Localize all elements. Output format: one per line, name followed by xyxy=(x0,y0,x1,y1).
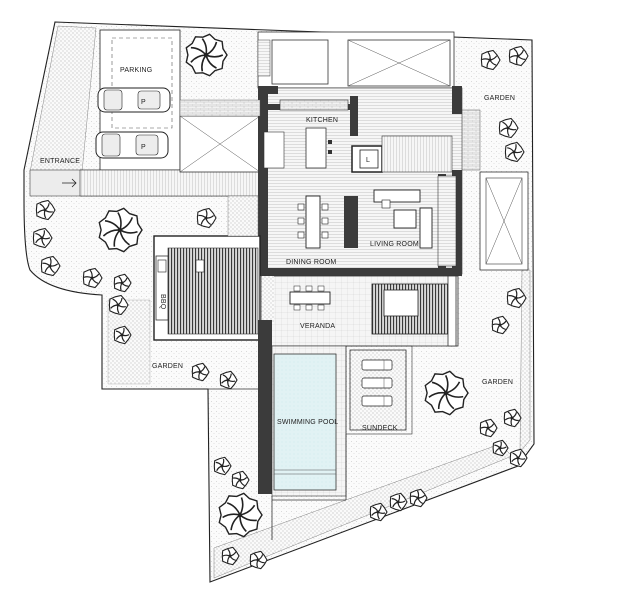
tree-icon xyxy=(249,550,268,570)
tree-icon xyxy=(32,227,53,249)
stair-east xyxy=(381,135,453,173)
kitchen-stool-1 xyxy=(328,140,332,144)
living-room-label: LIVING ROOM xyxy=(370,241,419,248)
large-tree-icon xyxy=(98,207,143,253)
parking-sign-1: P xyxy=(141,99,146,106)
upper-box-1 xyxy=(271,39,329,85)
tree-icon xyxy=(231,470,250,490)
tree-icon xyxy=(498,117,519,139)
sundeck-frame xyxy=(345,345,413,435)
tree-icon xyxy=(479,418,498,438)
kitchen-label: KITCHEN xyxy=(306,117,338,124)
veranda-label: VERANDA xyxy=(300,323,335,330)
large-tree-icon xyxy=(424,370,469,416)
bbq-grill-2 xyxy=(195,259,205,273)
large-tree-icon xyxy=(185,33,228,77)
entrance-steps xyxy=(79,169,263,197)
swimming-pool xyxy=(273,353,337,491)
sun-lounger-1 xyxy=(361,359,393,371)
tree-icon xyxy=(509,448,528,468)
veranda-deck-furniture xyxy=(383,289,419,317)
bbq-grill-1 xyxy=(157,259,167,273)
entrance-arrow-icon xyxy=(62,178,77,188)
swimming-pool-label: SWIMMING POOL xyxy=(277,419,338,426)
brick-paving-west xyxy=(179,99,261,117)
dining-room-label: DINING ROOM xyxy=(286,259,336,266)
tree-icon xyxy=(506,287,527,309)
tree-icon xyxy=(196,207,217,229)
tree-icon xyxy=(369,502,388,522)
tree-icon xyxy=(35,199,56,221)
tree-icon xyxy=(409,488,428,508)
planting-strip-sw xyxy=(107,299,151,385)
parking-bay-outline xyxy=(111,37,173,129)
sun-lounger-3 xyxy=(361,395,393,407)
tree-icon xyxy=(82,267,103,289)
parking-label: PARKING xyxy=(120,67,152,74)
east-pergola-inner xyxy=(485,177,523,265)
tree-icon xyxy=(491,315,510,335)
central-column xyxy=(258,320,272,494)
tree-icon xyxy=(213,456,232,476)
tree-icon xyxy=(219,370,238,390)
parking-sign-2: P xyxy=(141,144,146,151)
tree-icon xyxy=(191,362,210,382)
tree-icon xyxy=(40,255,61,277)
veranda-dining-table xyxy=(289,285,331,311)
car-1: P xyxy=(97,87,171,113)
veranda-east-wall xyxy=(447,275,457,347)
entrance-label: ENTRANCE xyxy=(40,158,80,165)
bbq-deck xyxy=(167,247,259,335)
veranda-west-strip xyxy=(262,276,274,324)
upper-stair xyxy=(257,39,271,77)
paving-house-west xyxy=(227,195,259,237)
tree-icon xyxy=(113,325,132,345)
lift-sign: L xyxy=(366,157,370,164)
tree-icon xyxy=(504,141,525,163)
tree-icon xyxy=(221,546,240,566)
car-2: P xyxy=(95,131,169,159)
sun-lounger-2 xyxy=(361,377,393,389)
tree-icon xyxy=(113,273,132,293)
tree-icon xyxy=(108,294,129,316)
bbq-label: BBQ xyxy=(159,294,166,310)
tree-icon xyxy=(389,492,408,512)
garden-ne-label: GARDEN xyxy=(484,95,515,102)
kitchen-counter-left xyxy=(263,131,285,169)
kitchen-counter-top xyxy=(279,99,349,111)
dining-table xyxy=(297,195,329,249)
stair-east-inner xyxy=(437,175,457,267)
tree-icon xyxy=(492,439,509,457)
tree-icon xyxy=(503,408,522,428)
tree-icon xyxy=(480,49,501,71)
kitchen-island xyxy=(305,127,327,169)
kitchen-stool-2 xyxy=(328,150,332,154)
sundeck-label: SUNDECK xyxy=(362,425,398,432)
lift-car xyxy=(359,149,379,169)
garden-west-label: GARDEN xyxy=(152,363,183,370)
large-tree-icon xyxy=(218,492,263,538)
living-room-sofa xyxy=(373,189,433,249)
trees xyxy=(32,33,529,570)
fireplace xyxy=(344,196,358,248)
garden-east-label: GARDEN xyxy=(482,379,513,386)
tree-icon xyxy=(508,45,529,67)
